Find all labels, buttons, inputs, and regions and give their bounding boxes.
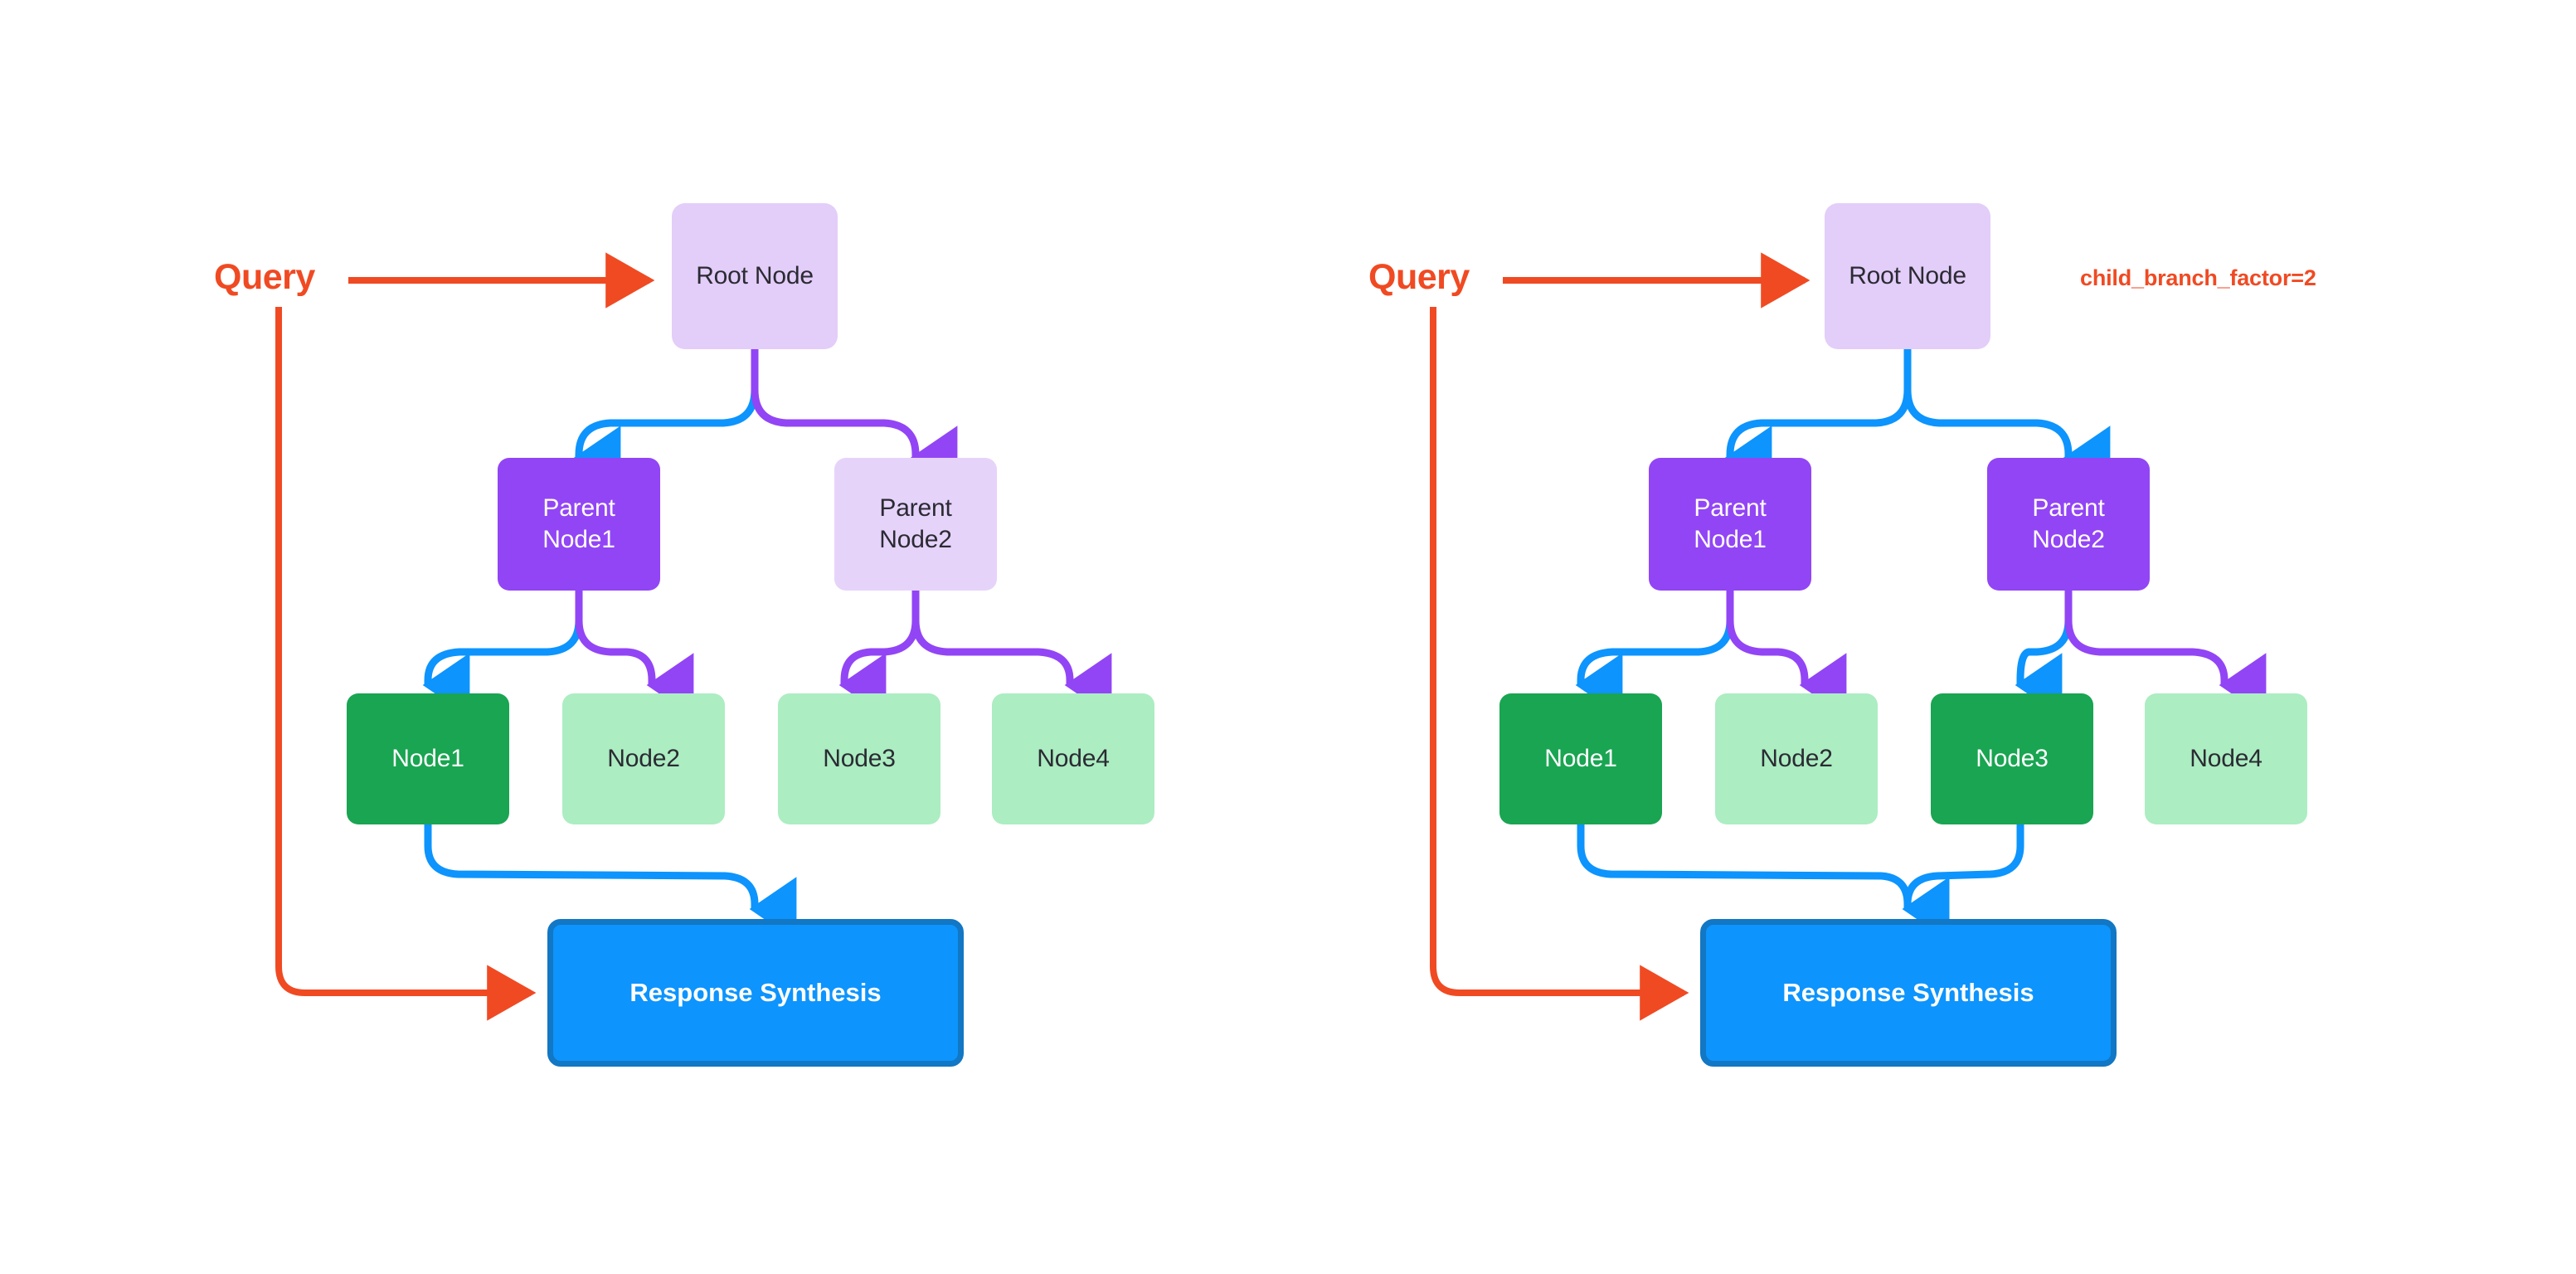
leaf-node4-label: Node4: [2190, 744, 2263, 772]
edge-root-to-parent2-right: [1903, 349, 2111, 490]
parent-node2-left[interactable]: Parent Node2: [834, 458, 997, 591]
leaf-node1-label: Node1: [391, 744, 464, 772]
leaf-node2-label: Node2: [607, 744, 680, 772]
response-synthesis-label: Response Synthesis: [1782, 978, 2034, 1008]
leaf-node2-label: Node2: [1760, 744, 1833, 772]
query-label-right: Query: [1368, 257, 1470, 297]
parent-node2-label: Parent Node2: [879, 494, 952, 553]
edge-parent1-to-node1-left: [422, 591, 583, 717]
leaf-node4-right[interactable]: Node4: [2145, 693, 2307, 824]
response-synthesis-right[interactable]: Response Synthesis: [1700, 919, 2117, 1067]
leaf-node2-left[interactable]: Node2: [562, 693, 725, 824]
leaf-node1-right[interactable]: Node1: [1499, 693, 1662, 824]
right-panel-edges: [1430, 252, 2267, 1021]
leaf-node1-left[interactable]: Node1: [347, 693, 509, 824]
root-node-label: Root Node: [1849, 261, 1966, 289]
edge-parent2-to-node3-right: [2015, 591, 2073, 717]
response-synthesis-label: Response Synthesis: [629, 978, 882, 1008]
leaf-node4-label: Node4: [1037, 744, 1110, 772]
response-synthesis-left[interactable]: Response Synthesis: [547, 919, 964, 1067]
leaf-node4-left[interactable]: Node4: [992, 693, 1154, 824]
edge-root-to-parent1-right: [1724, 349, 1912, 490]
parent-node2-right[interactable]: Parent Node2: [1987, 458, 2150, 591]
edge-root-to-parent1-left: [573, 349, 759, 490]
parent-node2-label: Parent Node2: [2032, 494, 2105, 553]
parent-node1-label: Parent Node1: [542, 494, 615, 553]
root-node-label: Root Node: [696, 261, 814, 289]
leaf-node2-right[interactable]: Node2: [1715, 693, 1878, 824]
edge-parent2-to-node4-left: [911, 591, 1112, 717]
edge-node3-to-response-right: [1902, 824, 2024, 941]
edge-parent2-to-node4-right: [2064, 591, 2267, 717]
edge-root-to-parent2-left: [751, 349, 958, 490]
leaf-node3-left[interactable]: Node3: [778, 693, 940, 824]
root-node-left[interactable]: Root Node: [672, 203, 838, 349]
query-label-left: Query: [214, 257, 315, 297]
edge-parent1-to-node2-right: [1726, 591, 1847, 717]
edge-parent2-to-node3-left: [838, 591, 920, 717]
leaf-node3-label: Node3: [1976, 744, 2049, 772]
edge-node1-to-response-right: [1577, 824, 1950, 941]
parent-node1-left[interactable]: Parent Node1: [498, 458, 660, 591]
edge-query-to-response-left: [275, 307, 537, 1021]
leaf-node3-right[interactable]: Node3: [1931, 693, 2093, 824]
leaf-node1-label: Node1: [1544, 744, 1617, 772]
child-branch-factor-annotation: child_branch_factor=2: [2080, 265, 2316, 290]
edge-parent1-to-node2-left: [575, 591, 694, 717]
parent-node1-right[interactable]: Parent Node1: [1649, 458, 1811, 591]
leaf-node3-label: Node3: [823, 744, 896, 772]
edge-parent1-to-node1-right: [1575, 591, 1734, 717]
root-node-right[interactable]: Root Node: [1825, 203, 1990, 349]
edge-query-to-response-right: [1430, 307, 1689, 1021]
left-panel-edges: [275, 252, 1112, 1021]
parent-node1-label: Parent Node1: [1694, 494, 1767, 553]
edge-node1-to-response-left: [424, 824, 797, 941]
